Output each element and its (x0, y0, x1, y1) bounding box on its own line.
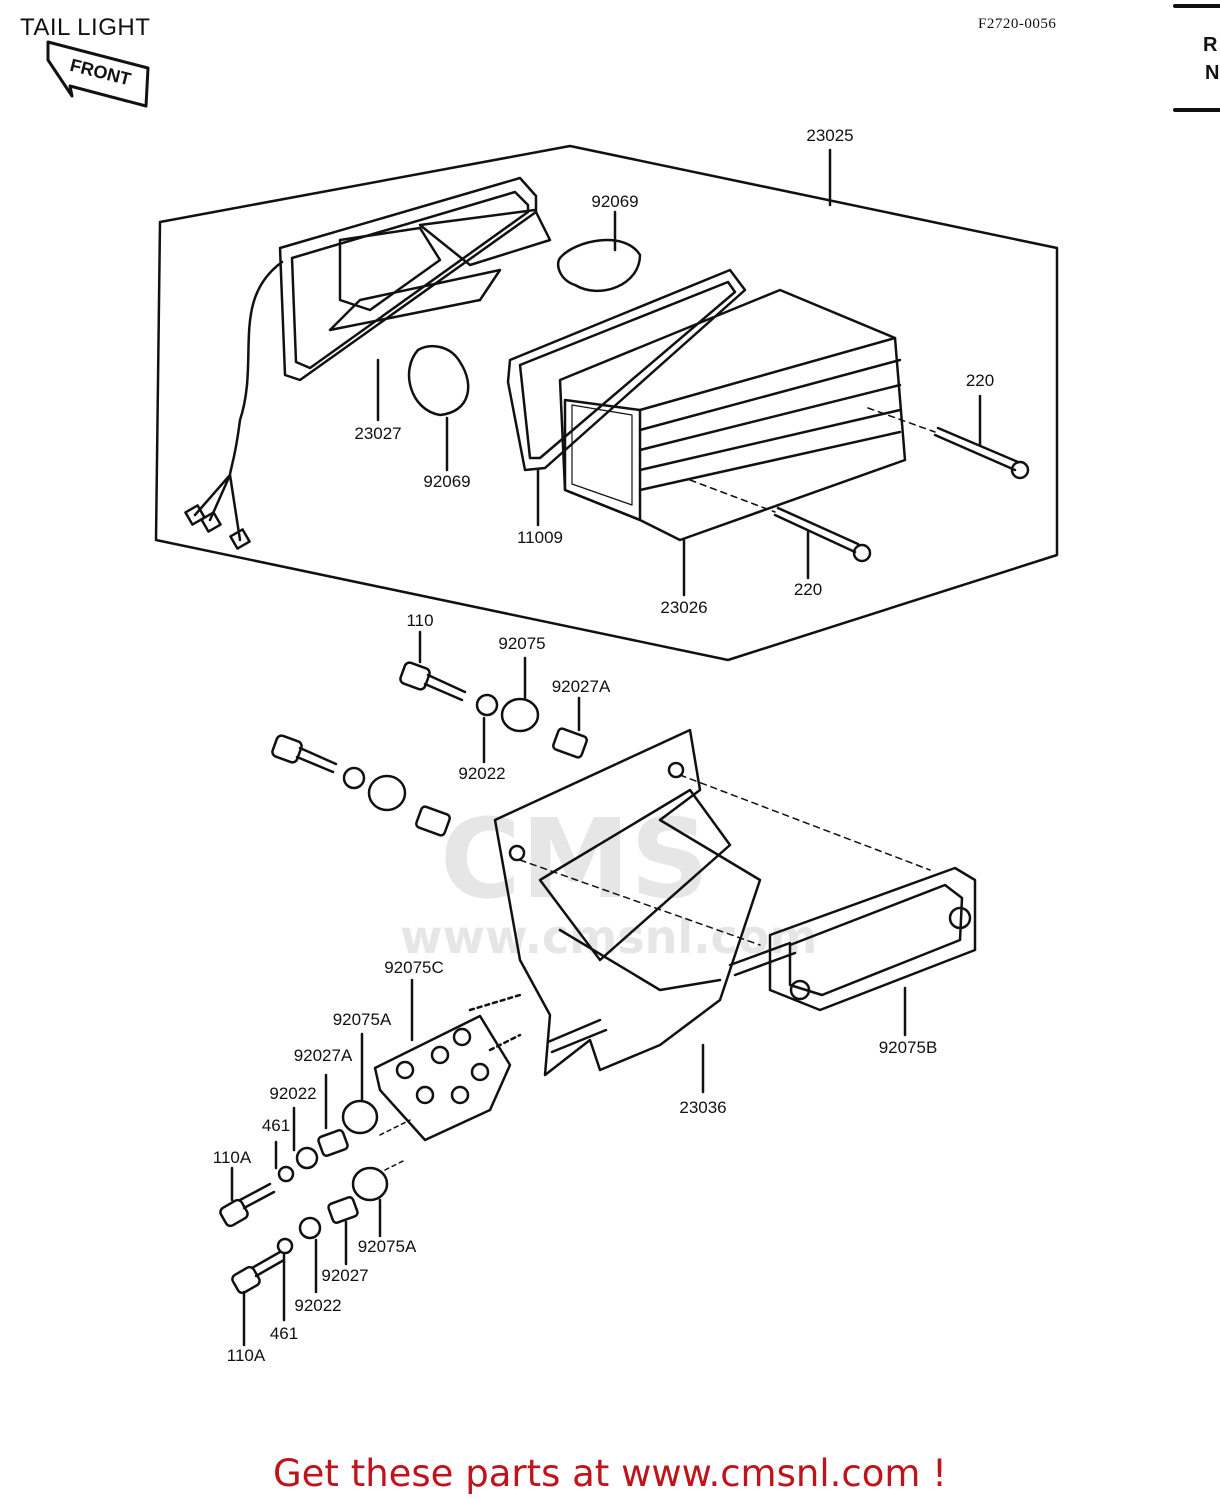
callout-110[interactable]: 110 (406, 611, 434, 630)
grommet-icon-left (367, 774, 407, 812)
callout-92069-upper[interactable]: 92069 (591, 192, 639, 211)
callout-92069-lower[interactable]: 92069 (423, 472, 471, 491)
dashed-guide-1 (689, 479, 776, 513)
assembly-outline (154, 144, 1059, 662)
gasket (506, 268, 747, 527)
grommet-icon-92075A-a (341, 1099, 379, 1135)
washer-icon-92022a (475, 693, 499, 717)
callout-23036[interactable]: 23036 (679, 1098, 727, 1117)
damper-plate (373, 978, 522, 1142)
collar-icon-92027A-b (317, 1129, 349, 1157)
bracket (493, 728, 762, 1094)
front-arrow-icon: FRONT (46, 40, 150, 108)
callout-92075[interactable]: 92075 (498, 634, 546, 653)
callout-461-lower[interactable]: 461 (269, 1324, 299, 1343)
callout-92075A-lower[interactable]: 92075A (357, 1237, 417, 1256)
callout-220-upper[interactable]: 220 (965, 371, 995, 390)
callout-92022-lower[interactable]: 92022 (294, 1296, 342, 1315)
diagram-code: F2720-0056 (978, 16, 1057, 32)
bolt-icon-left (271, 734, 338, 774)
collar-icon-left (415, 805, 451, 837)
corner-letter-top: R (1203, 34, 1218, 56)
page-title: TAIL LIGHT (20, 14, 151, 41)
callout-110A-lower[interactable]: 110A (226, 1346, 266, 1365)
washer-icon-left (342, 766, 366, 790)
connector-icon (184, 504, 251, 550)
lens-body (558, 288, 907, 597)
lockwasher-icon-461b (276, 1237, 294, 1255)
lens-housing (278, 176, 552, 422)
wiring-harness (193, 260, 284, 542)
callout-92022-mid[interactable]: 92022 (269, 1084, 317, 1103)
lockwasher-icon-461a (277, 1165, 295, 1183)
dashed-guide-3 (519, 859, 761, 946)
dashed-guide-5 (379, 1119, 411, 1136)
collar-icon-92027 (327, 1196, 359, 1224)
grommet-icon-92075 (500, 656, 540, 733)
grommet-icon-92075A-b (351, 1166, 389, 1202)
callout-92075B[interactable]: 92075B (878, 1038, 938, 1057)
callout-92075A-upper[interactable]: 92075A (332, 1010, 392, 1029)
screw-icon-upper (933, 394, 1030, 480)
washer-icon-92022c (298, 1216, 322, 1240)
callout-23026[interactable]: 23026 (660, 598, 708, 617)
dashed-guide-2 (867, 407, 936, 433)
callout-92027[interactable]: 92027 (321, 1266, 369, 1285)
callout-92075C[interactable]: 92075C (384, 958, 444, 977)
callout-220-lower[interactable]: 220 (793, 580, 823, 599)
bolt-icon-110A-b (231, 1250, 286, 1347)
callout-11009[interactable]: 11009 (516, 528, 564, 547)
bulb-icon-lower (407, 344, 470, 472)
callout-110A-upper[interactable]: 110A (212, 1148, 252, 1167)
dashed-guide-6 (384, 1159, 406, 1171)
screw-icon-lower (773, 506, 872, 580)
callout-23027[interactable]: 23027 (354, 424, 402, 443)
corner-letter-bottom: N (1205, 62, 1220, 84)
collar-icon-92027A (552, 696, 588, 759)
callout-92027A-upper[interactable]: 92027A (551, 677, 611, 696)
bolt-icon-110 (399, 630, 467, 702)
dashed-guide-4 (679, 774, 931, 871)
callout-92027A-lower[interactable]: 92027A (293, 1046, 353, 1065)
washer-icon-92022b (295, 1146, 319, 1170)
footer-link[interactable]: Get these parts at www.cmsnl.com ! (272, 1452, 947, 1495)
plate-light (728, 866, 977, 1037)
callout-461-upper[interactable]: 461 (261, 1116, 291, 1135)
bulb-icon-upper (556, 210, 642, 293)
callout-92022-upper[interactable]: 92022 (458, 764, 506, 783)
bolt-icon-110A-a (219, 1166, 276, 1228)
callout-23025[interactable]: 23025 (806, 126, 854, 145)
